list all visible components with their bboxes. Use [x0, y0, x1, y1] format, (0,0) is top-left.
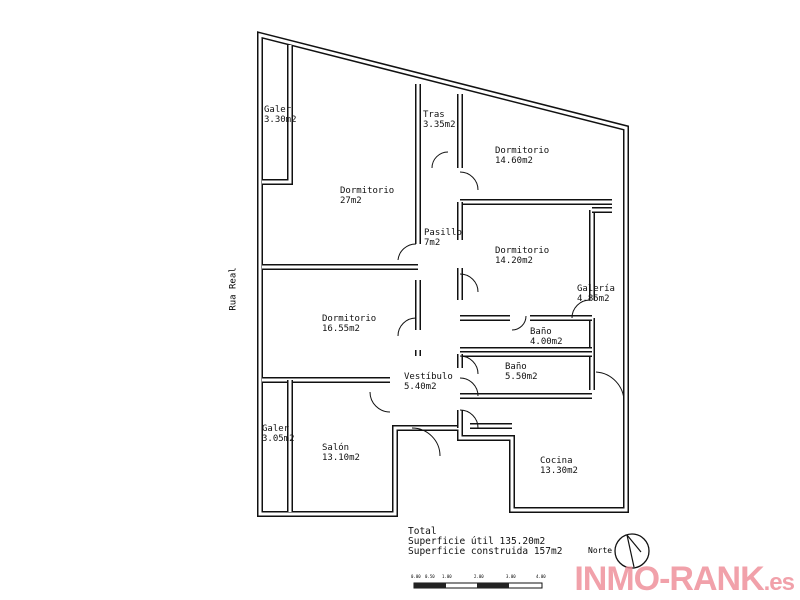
room-name: Tras	[423, 110, 445, 120]
door-swing	[459, 409, 479, 429]
room-name: Baño	[505, 362, 527, 372]
room-name: Galer	[262, 424, 290, 434]
scale-tick: 1.00	[442, 574, 452, 579]
room-name: Pasillo	[424, 228, 462, 238]
room-area: 3.30m2	[264, 115, 297, 125]
door-swing	[511, 315, 527, 331]
room-name: Cocina	[540, 456, 573, 466]
door-swing	[459, 355, 479, 375]
totals-useful-area: Superficie útil 135.20m2	[408, 536, 546, 547]
watermark-logo: INMO-RANK.es	[574, 560, 795, 600]
room-area: 16.55m2	[322, 324, 360, 334]
scale-tick: 0.00	[411, 574, 421, 579]
room-area: 4.85m2	[577, 294, 610, 304]
room-area: 5.50m2	[505, 372, 538, 382]
room-name: Dormitorio	[495, 146, 550, 156]
room-name: Dormitorio	[495, 246, 550, 256]
room-area: 14.20m2	[495, 256, 533, 266]
room-name: Galería	[577, 284, 615, 294]
door-swing	[411, 427, 441, 457]
totals: Total Superficie útil 135.20m2 Superfici…	[408, 527, 562, 557]
room-area: 7m2	[424, 238, 441, 248]
watermark-suffix: .es	[763, 569, 795, 596]
door-swing	[431, 151, 449, 169]
door-swing	[595, 371, 625, 403]
totals-built-area: Superficie construida 157m2	[408, 546, 563, 557]
room-name: Vestíbulo	[404, 372, 453, 382]
room-name: Dormitorio	[322, 314, 377, 324]
door-swing	[459, 377, 479, 397]
scale-tick: 0.50	[425, 574, 435, 579]
compass-icon	[614, 533, 650, 569]
scale-tick: 2.00	[474, 574, 484, 579]
door-swing	[397, 243, 417, 261]
wall	[257, 31, 629, 517]
room-name: Galer	[264, 105, 292, 115]
room-area: 14.60m2	[495, 156, 533, 166]
room-area: 5.40m2	[404, 382, 437, 392]
room-area: 3.35m2	[423, 120, 456, 130]
totals-title: Total	[408, 526, 437, 537]
room-area: 3.05m2	[262, 434, 295, 444]
scale-tick: 4.00	[536, 574, 546, 579]
room-area: 13.10m2	[322, 453, 360, 463]
room-name: Dormitorio	[340, 186, 395, 196]
room-area: 13.30m2	[540, 466, 578, 476]
scale-bar	[413, 582, 543, 589]
wall	[262, 45, 292, 184]
room-name: Baño	[530, 327, 552, 337]
door-swing	[571, 299, 591, 319]
scale-tick: 3.00	[506, 574, 516, 579]
door-swing	[459, 273, 479, 293]
room-area: 27m2	[340, 196, 362, 206]
door-swing	[369, 391, 391, 413]
wall	[258, 33, 628, 516]
room-name: Salón	[322, 443, 350, 453]
street-label: Rua Real	[228, 267, 239, 311]
door-swing	[397, 317, 417, 337]
compass-label: Norte	[588, 546, 613, 555]
room-area: 4.00m2	[530, 337, 563, 347]
watermark-main: INMO-RANK	[574, 560, 764, 598]
door-swing	[459, 171, 479, 191]
